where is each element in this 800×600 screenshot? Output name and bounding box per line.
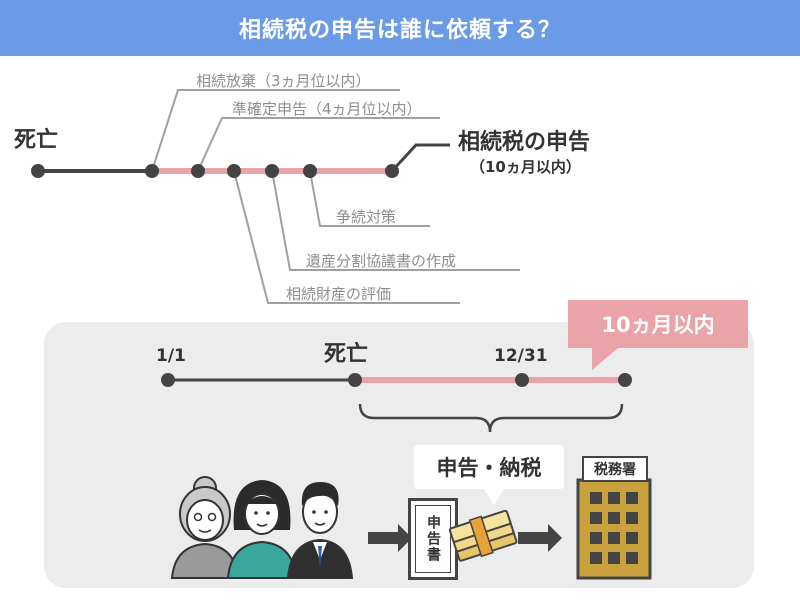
connector-renunciation — [151, 89, 400, 172]
task-quasi-final-return: 準確定申告（4ヵ月位以内） — [232, 100, 422, 118]
task-division-agreement: 遺産分割協議書の作成 — [306, 252, 457, 270]
dot-deadline — [618, 373, 632, 387]
tax-office-icon — [576, 478, 652, 580]
deadline-tag: 10ヵ月以内 — [568, 300, 748, 370]
connector-tax-return — [390, 143, 450, 173]
lower-timeline — [161, 373, 632, 433]
connector-dispute-measures — [309, 170, 430, 227]
man-icon — [286, 482, 354, 579]
timeline-dot — [191, 164, 205, 178]
filing-payment-callout: 申告・納税 — [414, 445, 564, 505]
panel-death-label: 死亡 — [324, 342, 369, 367]
money-icon — [448, 509, 518, 562]
task-property-valuation: 相続財産の評価 — [286, 285, 392, 303]
timeline-dot — [145, 164, 159, 178]
arrow-to-tax-office — [518, 524, 562, 552]
woman-icon — [226, 480, 298, 579]
start-date-label: 1/1 — [156, 346, 186, 366]
tax-return-title: 相続税の申告 — [458, 130, 591, 155]
task-renunciation: 相続放棄（3ヵ月位以内） — [196, 72, 371, 90]
upper-timeline — [31, 89, 520, 304]
dot-jan-1 — [161, 373, 175, 387]
task-dispute-measures: 争続対策 — [336, 208, 397, 226]
page-title: 相続税の申告は誰に依頼する？ — [0, 0, 800, 56]
document-label: 申告書 — [415, 505, 451, 573]
dot-dec-31 — [515, 373, 529, 387]
tax-return-deadline: （10ヵ月以内） — [470, 158, 581, 176]
connector-quasi-final-return — [197, 117, 440, 172]
timeline-dot — [227, 164, 241, 178]
dot-death — [348, 373, 362, 387]
timeline-dot-tax-return — [385, 164, 399, 178]
death-label: 死亡 — [14, 128, 59, 153]
timeline-dot — [303, 164, 317, 178]
connector-property-valuation — [233, 170, 460, 304]
year-end-label: 12/31 — [494, 346, 548, 366]
timeline-dot — [265, 164, 279, 178]
timeline-dot-death — [31, 164, 45, 178]
period-brace — [358, 403, 624, 433]
arrow-to-document — [368, 524, 412, 552]
connector-division-agreement — [271, 170, 520, 271]
tax-office-sign: 税務署 — [582, 456, 648, 482]
grandmother-icon — [170, 476, 240, 579]
